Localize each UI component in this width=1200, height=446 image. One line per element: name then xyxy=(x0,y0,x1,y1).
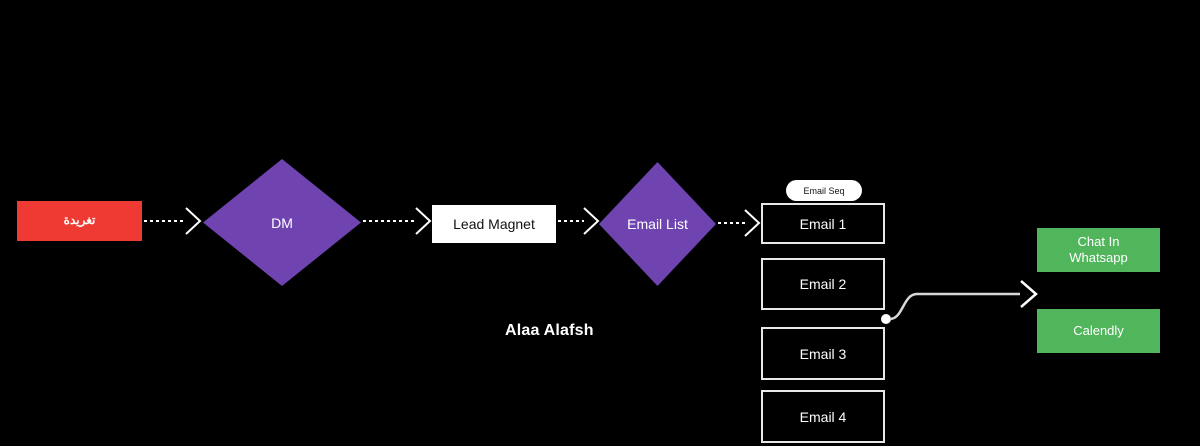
email-list-diamond-shape xyxy=(599,162,716,286)
label-email-seq: Email Seq xyxy=(786,180,862,201)
node-email-1-label: Email 1 xyxy=(799,215,847,232)
connector-tweet-to-dm xyxy=(144,207,202,235)
node-email-4-label: Email 4 xyxy=(799,408,847,425)
signature-label: Alaa Alafsh xyxy=(505,322,594,339)
node-email-1[interactable]: Email 1 xyxy=(761,203,885,244)
node-email-4[interactable]: Email 4 xyxy=(761,390,885,443)
node-chat-in-whatsapp[interactable]: Chat In Whatsapp xyxy=(1037,228,1160,272)
node-calendly-label: Calendly xyxy=(1073,322,1124,338)
connector-lead-magnet-to-email-list xyxy=(558,207,600,235)
label-email-seq-text: Email Seq xyxy=(803,185,845,196)
node-tweet-label: تغريدة xyxy=(63,213,96,228)
connector-dm-to-lead-magnet xyxy=(363,207,432,235)
node-email-2[interactable]: Email 2 xyxy=(761,258,885,310)
dm-diamond-shape xyxy=(203,159,361,286)
connector-emails-to-cta xyxy=(881,280,1038,324)
node-email-list[interactable]: Email List xyxy=(599,162,716,286)
node-chat-in-whatsapp-line1: Chat In xyxy=(1077,233,1120,249)
node-lead-magnet-label: Lead Magnet xyxy=(453,215,535,232)
node-calendly[interactable]: Calendly xyxy=(1037,309,1160,353)
node-email-2-label: Email 2 xyxy=(799,276,847,292)
node-lead-magnet[interactable]: Lead Magnet xyxy=(432,205,556,243)
node-chat-in-whatsapp-line2: Whatsapp xyxy=(1069,250,1128,265)
node-dm[interactable]: DM xyxy=(203,159,361,286)
connector-email-list-to-email-1 xyxy=(718,209,761,237)
node-email-3[interactable]: Email 3 xyxy=(761,327,885,380)
node-email-3-label: Email 3 xyxy=(799,345,847,362)
node-tweet[interactable]: تغريدة xyxy=(17,201,142,241)
node-chat-in-whatsapp-label: Chat In Whatsapp xyxy=(1069,234,1128,267)
